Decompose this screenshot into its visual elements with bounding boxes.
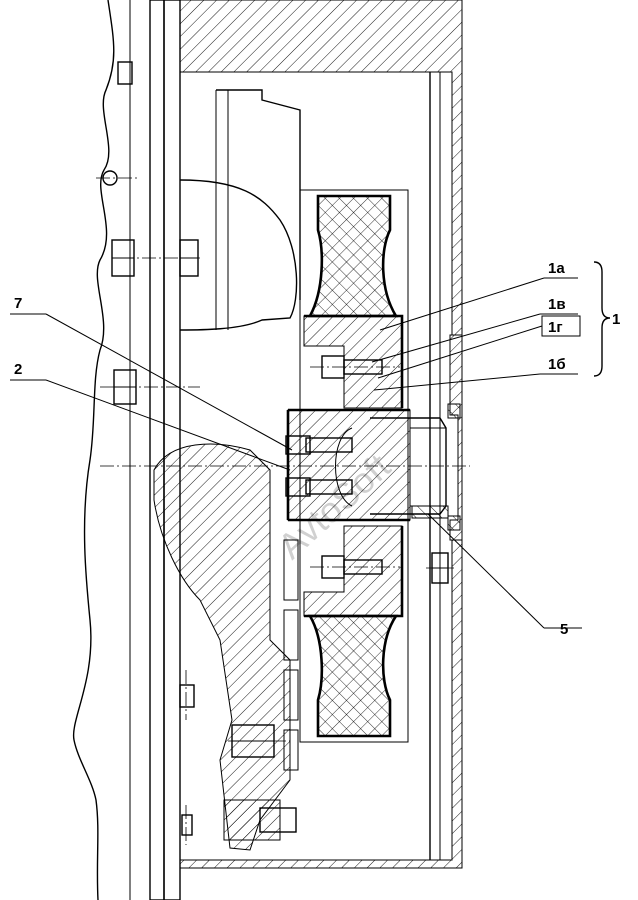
label-part-1v: 1в xyxy=(548,296,566,313)
label-part-7: 7 xyxy=(14,295,22,312)
coupling-assembly xyxy=(285,189,449,743)
center-lines xyxy=(96,177,470,845)
label-assembly-1: 1 xyxy=(612,311,620,328)
callout-labels: 1а 1в 1г 1б 1 7 2 5 xyxy=(14,260,620,638)
label-part-1g: 1г xyxy=(548,319,563,336)
gear-body xyxy=(153,89,301,851)
label-part-1a: 1а xyxy=(548,260,565,277)
label-part-5: 5 xyxy=(560,621,568,638)
leader-lines xyxy=(10,261,611,629)
label-part-1b: 1б xyxy=(548,356,566,373)
label-part-2: 2 xyxy=(14,361,22,378)
